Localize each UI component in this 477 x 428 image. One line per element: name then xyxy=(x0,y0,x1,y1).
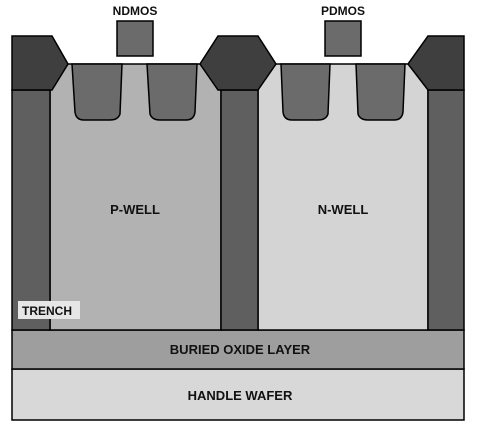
field-oxide-middle xyxy=(199,35,277,91)
trench-label-background xyxy=(18,301,80,319)
pdmos-label: PDMOS xyxy=(321,4,365,18)
p-well-label: P-WELL xyxy=(110,202,160,217)
ndmos-label: NDMOS xyxy=(113,4,158,18)
ndmos-diffusion-right xyxy=(146,63,198,121)
pdmos-gate xyxy=(324,20,362,57)
field-oxide-right xyxy=(407,35,465,91)
trench-right xyxy=(427,89,465,331)
field-oxide-left xyxy=(11,35,69,91)
buried-oxide-layer xyxy=(11,329,465,370)
trench-label: TRENCH xyxy=(22,304,72,318)
n-well-label: N-WELL xyxy=(318,202,369,217)
pdmos-diffusion-left xyxy=(280,63,331,121)
buried-oxide-label: BURIED OXIDE LAYER xyxy=(170,342,311,357)
trench-left xyxy=(11,89,51,331)
pdmos-diffusion-right xyxy=(355,63,406,121)
trench-middle xyxy=(220,89,259,331)
ndmos-gate xyxy=(116,20,154,57)
handle-wafer-layer xyxy=(11,368,465,421)
ndmos-diffusion-left xyxy=(71,63,123,121)
handle-wafer-label: HANDLE WAFER xyxy=(188,388,293,403)
